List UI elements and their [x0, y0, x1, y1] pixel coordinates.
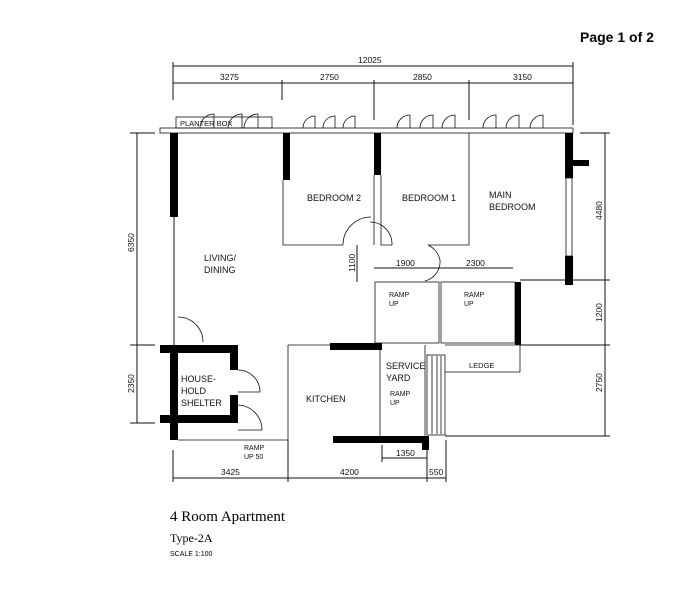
- page-indicator: Page 1 of 2: [580, 29, 654, 45]
- ramp-label-1b: UP: [389, 301, 399, 308]
- dim-inner-1: 1900: [396, 258, 415, 268]
- dim-right-upper: 4480: [594, 201, 604, 220]
- dim-top-4: 3150: [513, 72, 532, 82]
- dim-top-2: 2750: [320, 72, 339, 82]
- ramp-label-2b: UP: [464, 301, 474, 308]
- dim-overall: 12025: [358, 55, 382, 65]
- dim-top-3: 2850: [413, 72, 432, 82]
- room-main-bedroom-line2: BEDROOM: [489, 202, 536, 212]
- plan-type: Type-2A: [170, 531, 213, 545]
- room-bedroom-1: BEDROOM 1: [402, 193, 456, 203]
- room-shelter-line1: HOUSE-: [181, 374, 216, 384]
- dim-corridor: 1100: [347, 253, 357, 272]
- room-living-line2: DINING: [204, 265, 236, 275]
- dim-bottom-1: 3425: [221, 467, 240, 477]
- ramp-label-4b: UP 50: [244, 454, 263, 461]
- planter-window-strip: [159, 113, 574, 134]
- dimension-lines: [130, 62, 610, 482]
- ramp-label-4: RAMP: [244, 445, 265, 452]
- room-shelter-line3: SHELTER: [181, 398, 222, 408]
- dim-top-1: 3275: [220, 72, 239, 82]
- ramp-label-2: RAMP: [464, 292, 485, 299]
- plan-scale: SCALE 1:100: [170, 551, 213, 558]
- room-main-bedroom-line1: MAIN: [489, 190, 512, 200]
- room-ledge: LEDGE: [469, 361, 494, 370]
- ramp-label-3: RAMP: [390, 391, 411, 398]
- dim-left-upper: 6350: [126, 233, 136, 252]
- room-shelter-line2: HOLD: [181, 386, 207, 396]
- ramp-label-1: RAMP: [389, 292, 410, 299]
- walls: [160, 133, 589, 450]
- dim-right-lower: 2750: [594, 373, 604, 392]
- dim-right-middle: 1200: [594, 303, 604, 322]
- dim-bottom-2: 4200: [340, 467, 359, 477]
- planter-box-label: PLANTER BOX: [180, 119, 233, 128]
- room-living-line1: LIVING/: [204, 253, 237, 263]
- dim-inner-2: 2300: [466, 258, 485, 268]
- room-service-yard-line2: YARD: [386, 373, 411, 383]
- room-bedroom-2: BEDROOM 2: [307, 193, 361, 203]
- dim-yard: 1350: [396, 448, 415, 458]
- dim-left-lower: 2350: [126, 374, 136, 393]
- ramp-label-3b: UP: [390, 400, 400, 407]
- room-service-yard-line1: SERVICE: [386, 361, 425, 371]
- room-kitchen: KITCHEN: [306, 394, 346, 404]
- plan-title: 4 Room Apartment: [170, 509, 285, 525]
- dim-bottom-3: 550: [429, 467, 443, 477]
